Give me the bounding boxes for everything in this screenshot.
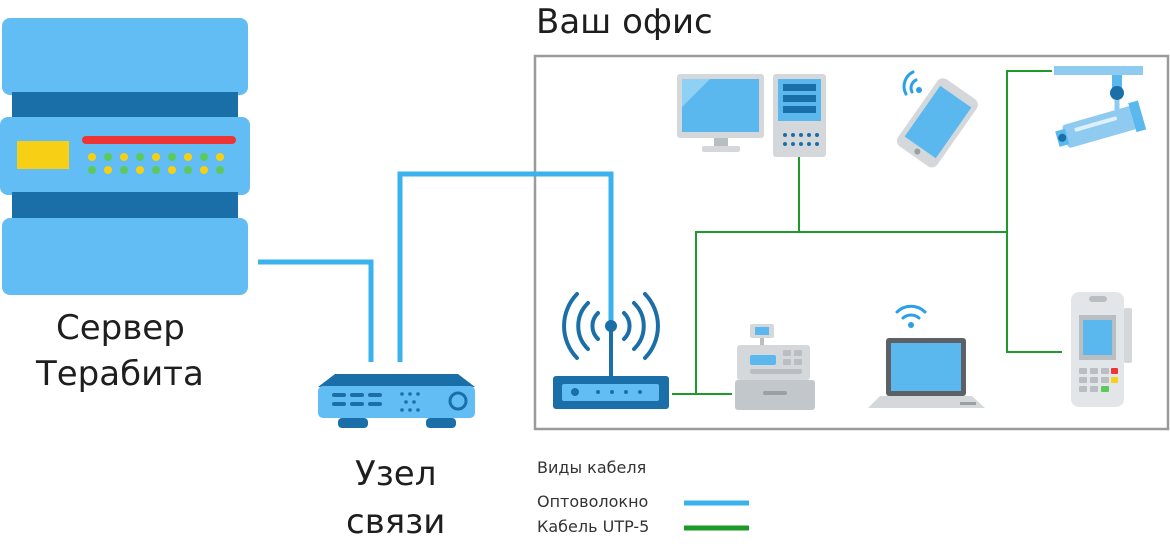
office-boundary [533,54,1170,431]
fiber-cable-server-node [258,259,374,362]
security-camera-icon [1054,66,1147,148]
server-rack-icon [0,18,250,295]
node-label-line1: Узел [355,454,437,494]
cash-register-icon [735,324,815,410]
server-label-line1: Сервер [56,308,185,348]
server-led-row-bottom [88,166,224,174]
smartphone-icon [896,70,978,168]
pc-tower-icon [773,74,826,157]
server-label-line2: Терабита [36,354,204,394]
desktop-monitor-icon [677,74,764,152]
fiber-cables [258,171,614,362]
server-led-row-top [88,153,224,161]
office-title: Ваш офис [536,2,713,42]
laptop-icon [868,304,985,408]
payment-terminal-icon [1071,292,1132,407]
fiber-cable-node-router [397,171,614,362]
legend-swatches [684,500,749,531]
legend-label-fiber: Оптоволокно [537,492,649,511]
utp-cables [672,70,1062,395]
node-label-line2: связи [346,502,446,542]
legend-title: Виды кабеля [537,458,647,477]
utp-cable-router [672,231,1007,395]
legend-label-utp: Кабель UTP-5 [537,517,650,536]
network-node-icon [318,374,475,428]
wifi-router-icon [553,292,669,409]
utp-cable-camera [1006,70,1062,353]
